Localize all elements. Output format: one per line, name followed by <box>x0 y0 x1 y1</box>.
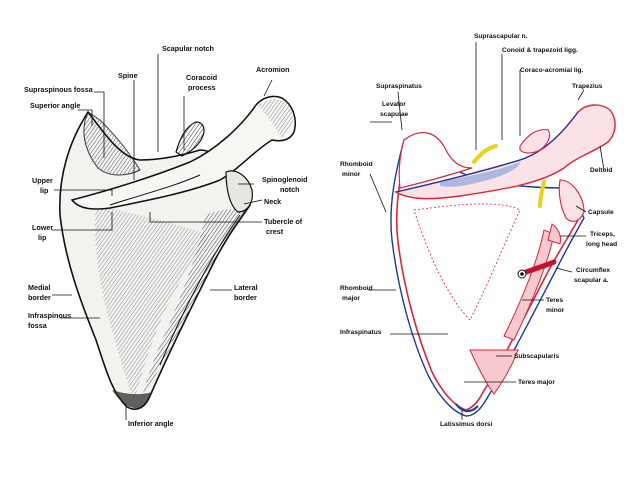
left-body-shading <box>94 205 210 400</box>
label-notch: notch <box>280 185 300 194</box>
label-neck: Neck <box>264 197 281 206</box>
right-spine-hatch <box>440 162 520 187</box>
right-coracoid <box>519 129 551 154</box>
label-levator: Levator <box>382 101 406 108</box>
label-acromion: Acromion <box>256 65 290 74</box>
label-subscapularis: Subscapularis <box>514 353 559 360</box>
label-supraspinatus: Supraspinatus <box>376 83 422 90</box>
label-lateral-border: border <box>234 293 257 302</box>
right-suprascapular-nerve <box>472 144 498 164</box>
label-lower: Lower <box>32 223 53 232</box>
right-teres-major <box>469 349 519 395</box>
label-lower-lip: lip <box>38 233 47 242</box>
right-scapula-figure: Suprascapular n. Conoid & trapezoid ligg… <box>340 33 617 428</box>
left-inferior-tip <box>112 390 152 409</box>
label-fossa: fossa <box>28 321 48 330</box>
label-rhomboid-major-2: major <box>342 295 360 302</box>
label-long-head: long head <box>586 241 617 248</box>
label-deltoid: Deltoid <box>590 167 612 174</box>
left-lateral-border-line <box>159 214 241 366</box>
label-coraco-acromial: Coraco-acromial lig. <box>520 67 584 74</box>
label-medial: Medial <box>28 283 50 292</box>
right-teres-minor <box>503 229 555 341</box>
left-acromion-shading <box>258 99 293 138</box>
right-triceps <box>547 223 561 245</box>
label-latissimus: Latissimus dorsi <box>440 421 493 428</box>
right-glenoid <box>558 179 585 222</box>
right-latissimus-tip <box>455 403 479 412</box>
label-minor: minor <box>342 171 361 178</box>
label-spine: Spine <box>118 71 138 80</box>
label-teres-major: Teres major <box>518 379 555 386</box>
label-inferior-angle: Inferior angle <box>128 419 174 428</box>
left-scapula-figure: Scapular notch Spine Coracoid process Ac… <box>24 44 308 428</box>
left-lateral-shading <box>142 209 246 398</box>
label-capsule: Capsule <box>588 209 614 216</box>
right-infraspinatus-region <box>413 203 521 321</box>
label-upper-lip: lip <box>40 186 49 195</box>
left-supraspinous-fossa <box>83 111 141 176</box>
label-infraspinatus: Infraspinatus <box>340 329 382 336</box>
label-infraspinous: Infraspinous <box>28 311 71 320</box>
label-rhomboid: Rhomboid <box>340 161 373 168</box>
label-circumflex: Circumflex <box>576 267 610 274</box>
right-spine-blue-edge <box>395 111 579 193</box>
label-medial-border: border <box>28 293 51 302</box>
label-upper: Upper <box>32 176 53 185</box>
right-artery-core <box>520 272 524 276</box>
right-nerve-lower <box>538 180 546 208</box>
label-spinoglenoid: Spinoglenoid <box>262 175 308 184</box>
label-suprascapular-n: Suprascapular n. <box>474 33 528 40</box>
label-superior-angle: Superior angle <box>30 101 80 110</box>
label-crest: crest <box>266 227 284 236</box>
label-scapulae: scapulae <box>380 111 409 118</box>
label-supraspinous-fossa: Supraspinous fossa <box>24 85 94 94</box>
label-triceps: Triceps, <box>590 231 615 238</box>
left-glenoid <box>225 170 253 213</box>
label-lateral: Lateral <box>234 283 258 292</box>
label-coracoid: Coracoid <box>186 73 217 82</box>
label-scapular-notch: Scapular notch <box>162 44 214 53</box>
label-teres-minor: minor <box>546 307 565 314</box>
label-scapular-a: scapular a. <box>574 277 609 284</box>
right-supraspinatus <box>398 132 473 189</box>
label-teres: Teres <box>546 297 563 304</box>
label-conoid: Conoid & trapezoid ligg. <box>502 47 578 54</box>
label-rhomboid-major-1: Rhomboid <box>340 285 373 292</box>
label-tubercle-of: Tubercle of <box>264 217 303 226</box>
label-process: process <box>188 83 216 92</box>
left-crest-line <box>109 174 201 206</box>
label-trapezius: Trapezius <box>572 83 603 90</box>
